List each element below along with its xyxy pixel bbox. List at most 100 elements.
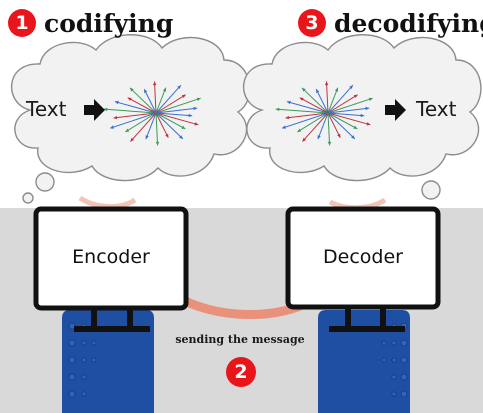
step-3-title: 3 decodifying xyxy=(298,6,483,40)
decoder-computer-tower xyxy=(318,310,410,413)
vector-arrowhead xyxy=(316,89,320,94)
vector-line xyxy=(302,112,329,142)
vector-line xyxy=(327,84,354,114)
step-1-title: 1 codifying xyxy=(8,6,173,40)
vector-line xyxy=(327,112,331,146)
vector-line xyxy=(127,97,157,114)
vector-line xyxy=(327,112,358,130)
decoder-label: Decoder xyxy=(323,246,403,268)
vector-arrowhead xyxy=(286,100,291,105)
vector-line xyxy=(103,108,157,114)
vector-arrowhead xyxy=(353,94,358,98)
vector-arrowhead xyxy=(275,107,280,112)
vector-line xyxy=(281,112,329,129)
decoder-monitor xyxy=(285,206,441,332)
vector-arrowhead xyxy=(179,135,183,139)
vector-arrowhead xyxy=(130,137,135,142)
step-1-badge: 1 xyxy=(8,9,36,37)
vector-arrowhead xyxy=(297,128,302,132)
vector-line xyxy=(327,97,373,114)
vector-arrowhead xyxy=(334,87,339,92)
vector-line xyxy=(130,112,157,142)
step-2-label: sending the message xyxy=(175,333,305,346)
vector-line xyxy=(129,87,157,114)
vector-arrowhead xyxy=(324,81,329,86)
vector-arrowhead xyxy=(129,87,134,92)
vector-line xyxy=(113,112,157,119)
vector-line xyxy=(155,112,169,139)
vector-line xyxy=(299,97,329,114)
vector-line xyxy=(327,112,341,139)
vector-arrowhead xyxy=(349,85,353,89)
vector-line xyxy=(155,107,198,114)
vector-arrowhead xyxy=(181,94,186,98)
vector-line xyxy=(114,101,157,114)
vector-arrowhead xyxy=(351,135,355,139)
vector-line xyxy=(155,112,199,126)
vector-arrowhead xyxy=(127,97,132,101)
vector-arrowhead xyxy=(194,122,199,126)
vector-arrowhead xyxy=(360,113,365,118)
vector-line xyxy=(155,97,201,114)
right-arrow-icon xyxy=(84,99,105,121)
vector-line xyxy=(327,112,356,140)
vector-line xyxy=(155,87,167,114)
encoder-computer-tower xyxy=(62,310,154,413)
decoder-thought-cloud xyxy=(242,34,482,200)
vector-line xyxy=(109,112,157,129)
vector-line xyxy=(143,88,157,114)
vector-arrowhead xyxy=(114,100,119,105)
vector-line xyxy=(155,112,184,140)
step-1-label: codifying xyxy=(44,8,174,38)
decoder-vector-burst xyxy=(275,81,373,146)
vector-arrowhead xyxy=(301,87,306,92)
encoder-label: Encoder xyxy=(72,246,150,268)
vector-line xyxy=(285,112,329,119)
vector-arrowhead xyxy=(317,135,321,140)
vector-line xyxy=(327,112,365,117)
vector-arrowhead xyxy=(299,97,304,101)
vector-line xyxy=(155,112,186,130)
vector-arrowhead xyxy=(110,125,114,129)
vector-arrowhead xyxy=(282,125,286,129)
vector-line xyxy=(155,84,182,114)
right-arrow-icon xyxy=(385,99,406,121)
vector-arrowhead xyxy=(155,141,160,146)
vector-arrowhead xyxy=(327,141,332,146)
vector-arrowhead xyxy=(366,122,371,126)
step-3-label: decodifying xyxy=(334,8,483,38)
vector-arrowhead xyxy=(302,137,307,142)
vector-line xyxy=(155,112,159,146)
vector-arrowhead xyxy=(144,89,148,94)
vector-arrowhead xyxy=(337,133,341,138)
vector-line xyxy=(327,107,370,114)
vector-arrowhead xyxy=(181,125,186,129)
vector-line xyxy=(155,94,186,114)
vector-arrowhead xyxy=(177,85,181,89)
vector-arrowhead xyxy=(165,133,169,138)
vector-line xyxy=(275,108,329,114)
vector-arrowhead xyxy=(193,106,198,111)
vector-line xyxy=(286,101,329,114)
vector-arrowhead xyxy=(188,113,193,118)
vector-line xyxy=(297,112,329,133)
encoder-monitor xyxy=(33,206,189,332)
vector-line xyxy=(315,88,329,114)
vector-arrowhead xyxy=(113,115,118,120)
encoder-vector-burst xyxy=(103,81,201,146)
vector-arrowhead xyxy=(145,135,149,140)
vector-arrowhead xyxy=(368,97,373,101)
vector-line xyxy=(317,112,329,140)
vector-line xyxy=(326,81,329,114)
decoder-output-text-label: Text xyxy=(416,97,457,121)
vector-line xyxy=(327,112,371,126)
vector-arrowhead xyxy=(365,106,370,111)
vector-arrowhead xyxy=(103,107,108,112)
vector-line xyxy=(145,112,157,140)
vector-arrowhead xyxy=(162,87,167,92)
vector-line xyxy=(125,112,157,133)
vector-arrowhead xyxy=(285,115,290,120)
step-3-badge: 3 xyxy=(298,9,326,37)
